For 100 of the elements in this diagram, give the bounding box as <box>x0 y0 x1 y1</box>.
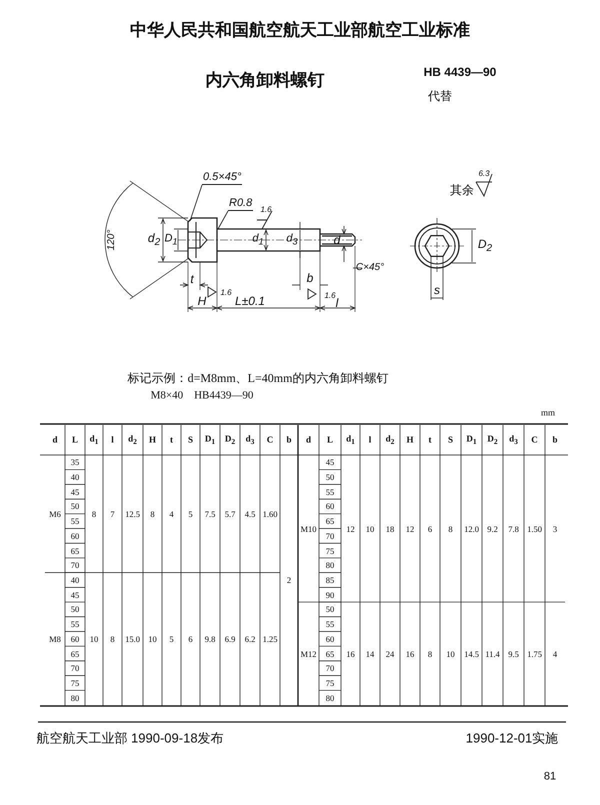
table-cell-text: M10 <box>300 524 317 533</box>
table-cell-text: 65 <box>70 546 80 555</box>
column-header: L <box>72 436 78 444</box>
note-text: 其余 <box>450 184 474 196</box>
dimension-label: l <box>336 297 338 309</box>
column-header: D$_{2}$ <box>487 434 498 446</box>
roughness-value: 1.6 <box>324 292 336 300</box>
table-cell-text: 45 <box>70 488 80 496</box>
table-cell-text: 75 <box>326 678 334 688</box>
table-cell-text: 9.5 <box>508 649 519 658</box>
table-cell-text: 50 <box>326 605 334 614</box>
dimension-label: t <box>190 273 194 285</box>
column-header: d <box>306 436 311 444</box>
leader-note: R0.8 <box>228 198 254 211</box>
table-cell-text: 40 <box>70 576 80 584</box>
roughness-value: 6.3 <box>478 170 490 178</box>
table-cell-text: 80 <box>326 693 334 702</box>
column-header: d$_{1}$ <box>90 434 98 446</box>
table-cell-text: 70 <box>326 664 334 672</box>
table-cell-text: 60 <box>326 634 334 644</box>
table-cell-text: 10 <box>148 634 157 644</box>
table-cell-text: 5 <box>188 510 193 518</box>
column-header: b <box>286 436 292 444</box>
table-cell-text: 40 <box>70 472 80 482</box>
dimension-label: s <box>434 284 440 296</box>
table-cell-text: 65 <box>326 516 334 526</box>
table-cell-text: 6 <box>428 524 432 533</box>
page-number: 81 <box>544 772 556 782</box>
table-cell-text: 6.2 <box>244 634 256 644</box>
table-cell-text: 14.5 <box>464 649 479 658</box>
table-cell-text: M12 <box>300 649 317 658</box>
table-cell-text: 90 <box>326 590 334 599</box>
column-header: D$_{2}$ <box>224 434 236 446</box>
column-header: b <box>552 436 558 444</box>
table-cell-text: 80 <box>70 693 80 702</box>
leader-line <box>218 210 228 230</box>
table-cell-text: 12 <box>346 524 355 533</box>
leader-line <box>190 184 202 222</box>
table-cell-text: 14 <box>366 649 374 658</box>
table-cell-text: 11.4 <box>485 649 500 658</box>
column-header: d$_{3}$ <box>246 434 254 446</box>
table-cell-text: 70 <box>70 561 80 570</box>
footer-text: 航空航天工业部 1990-09-18发布 <box>36 732 224 744</box>
table-cell-text: 65 <box>70 649 80 658</box>
issuing-body-heading: 中华人民共和国航空航天工业部航空工业标准 <box>130 22 470 38</box>
table-cell-text: 50 <box>70 605 80 614</box>
table-cell-text: 10 <box>366 524 374 533</box>
dimension-label: C×45° <box>356 263 384 273</box>
table-cell-text: 60 <box>326 502 334 511</box>
column-header: l <box>368 436 372 444</box>
leader-note: 0.5×45° <box>202 172 242 185</box>
table-cell-text: 5 <box>169 634 174 644</box>
table-cell-text: M6 <box>49 510 61 518</box>
column-header: t <box>170 436 173 444</box>
column-header: H <box>406 436 414 444</box>
table-cell-text: 70 <box>326 532 334 540</box>
column-header: H <box>149 436 156 444</box>
table-cell-text: 60 <box>70 634 80 644</box>
table-cell-text: 6.9 <box>224 634 236 644</box>
dimension-label: D$_{1}$ <box>164 233 178 247</box>
table-cell-text: 55 <box>326 488 334 496</box>
table-cell-text: 1.75 <box>527 649 542 658</box>
table-cell-text: 4 <box>552 649 558 658</box>
column-header: l <box>111 436 114 444</box>
table-cell-text: 60 <box>70 532 80 540</box>
table-cell-text: 12 <box>406 524 414 533</box>
column-header: d$_{2}$ <box>386 434 394 446</box>
table-cell-text: 3 <box>552 524 558 533</box>
column-header: D$_{1}$ <box>466 434 477 446</box>
column-header: S <box>188 436 193 444</box>
table-cell-text: 55 <box>70 516 80 526</box>
table-cell-text: 8 <box>110 634 115 644</box>
table-cell-text: 50 <box>326 472 334 482</box>
column-header: d$_{3}$ <box>509 434 518 446</box>
roughness-value: 1.6 <box>260 206 272 214</box>
table-cell-text: 50 <box>70 502 80 511</box>
column-header: L <box>327 436 333 444</box>
column-header: d$_{1}$ <box>346 434 355 446</box>
table-cell-text: 65 <box>326 649 334 658</box>
table-cell-text: 8 <box>92 510 96 518</box>
table-cell-text: 75 <box>326 546 334 555</box>
table-cell-text: 16 <box>346 649 355 658</box>
table-cell-text: 7.8 <box>508 524 519 533</box>
dimension-label: H <box>198 295 206 307</box>
dimension-label: L±0.1 <box>235 295 265 307</box>
dimension-label: D$_{2}$ <box>478 238 492 254</box>
table-cell-text: 2 <box>286 576 292 584</box>
marking-example: 标记示例：d=M8mm、L=40mm的内六角卸料螺钉 <box>128 372 388 384</box>
standard-number: 代替 <box>428 90 452 102</box>
table-cell-text: 9.8 <box>204 634 216 644</box>
dimension-label: d$_{3}$ <box>286 233 298 247</box>
table-cell-text: 35 <box>70 458 80 467</box>
table-cell-text: 55 <box>70 620 80 628</box>
table-cell-text: 12.0 <box>464 524 479 533</box>
column-header: d$_{2}$ <box>128 434 137 446</box>
unit-label: mm <box>541 408 555 418</box>
table-cell-text: 18 <box>386 524 394 533</box>
roughness-value: 1.6 <box>220 289 232 297</box>
table-cell-text: 24 <box>386 649 394 658</box>
table-cell-text: 15.0 <box>125 634 140 644</box>
